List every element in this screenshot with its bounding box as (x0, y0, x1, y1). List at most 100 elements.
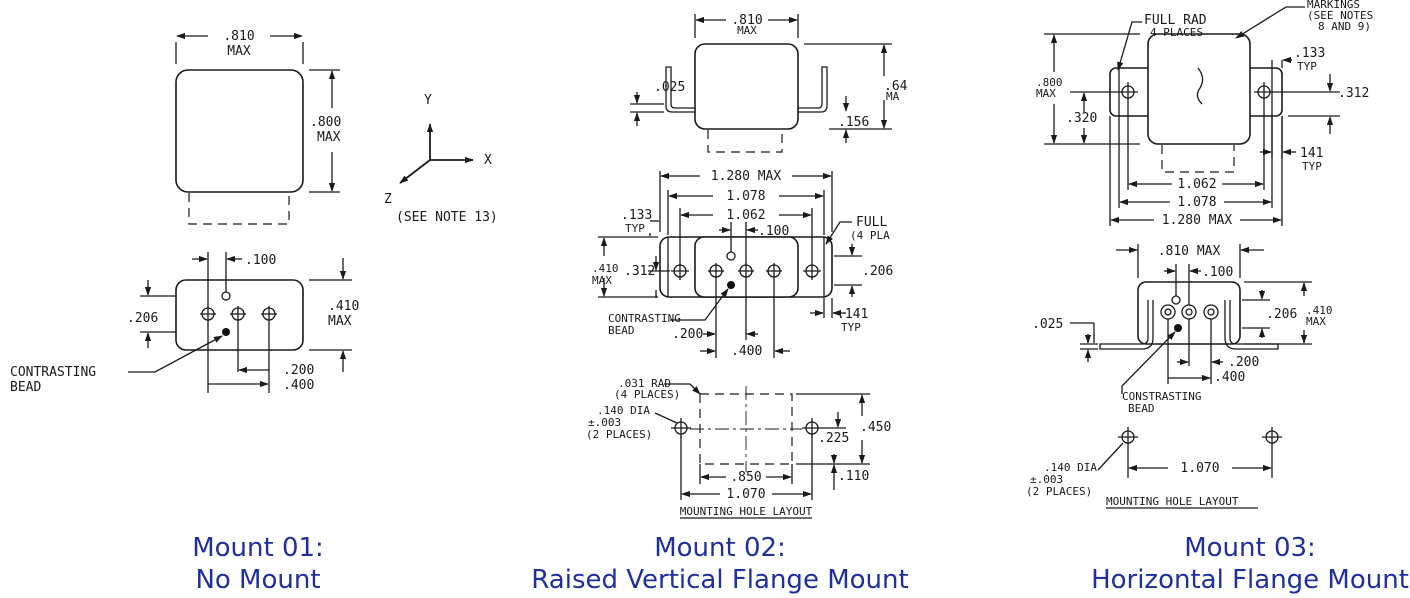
caption-mount-02-subtitle: Raised Vertical Flange Mount (531, 565, 909, 595)
mount01-depth-dim: .410 (328, 299, 359, 314)
mount01-drawing: .810 MAX .800 MAX .100 .206 (10, 29, 359, 395)
mount02-layout-half: .225 (818, 431, 849, 446)
caption-mount-03: Mount 03: Horizontal Flange Mount (1090, 532, 1410, 596)
mount03-notes-numbers: 8 AND 9) (1318, 20, 1371, 33)
mount02-hole-places: (2 PLACES) (586, 428, 652, 441)
mount02-flange-height: .156 (838, 115, 869, 130)
mount03-hidden-leads (1161, 145, 1235, 173)
caption-mount-03-title: Mount 03: (1184, 533, 1316, 563)
mount03-bead-label-2: BEAD (1128, 402, 1155, 415)
mount03-right-flange (1224, 300, 1279, 350)
mount02-width-max: MAX (737, 24, 757, 37)
mount02-tab-width: .133 (621, 208, 652, 223)
caption-mount-02-title: Mount 02: (654, 533, 786, 563)
axis-y-label: Y (424, 93, 432, 108)
mount01-hidden-leads (188, 193, 290, 225)
mount03-height-max: MAX (1036, 87, 1056, 100)
mount01-height-max: MAX (317, 130, 341, 145)
caption-mount-01-title: Mount 01: (192, 533, 324, 563)
mount03-overall-width: 1.280 MAX (1162, 213, 1233, 228)
mount03-full-rad: FULL RAD (1144, 13, 1207, 28)
mount01-body-top-view (175, 69, 304, 193)
mount02-tab-edge-typ: TYP (841, 321, 861, 334)
mount03-full-rad-places: 4 PLACES (1150, 26, 1203, 39)
mount03-depth-max: MAX (1306, 315, 1326, 328)
mount02-bead-label-2: BEAD (608, 324, 635, 337)
mount02-body-side-view (694, 43, 799, 130)
mount01-bead-label-2: BEAD (10, 380, 41, 395)
mount03-height-dim: .800 (1036, 76, 1063, 89)
mount03-left-flange (1099, 300, 1154, 350)
mount02-full-rad: FULL (856, 215, 887, 230)
mount03-hole-spacing-outer: 1.078 (1177, 195, 1216, 210)
mount03-hole-dia: .140 DIA (1044, 461, 1097, 474)
mount01-height-dim: .800 (310, 115, 341, 130)
mount03-flange-thickness: .025 (1032, 317, 1063, 332)
axes-triad: Y X Z (SEE NOTE 13) (384, 93, 498, 225)
mount03-hole-places: (2 PLACES) (1026, 485, 1092, 498)
axis-note: (SEE NOTE 13) (396, 210, 498, 225)
mount02-drawing: .810 MAX .025 .64 MA .156 (586, 13, 908, 519)
mount01-pin-spacing: .100 (245, 253, 276, 268)
mount03-hole-offset-left: .320 (1066, 111, 1097, 126)
mount03-tab-edge-typ: TYP (1302, 160, 1322, 173)
caption-mount-03-subtitle: Horizontal Flange Mount (1091, 565, 1409, 595)
mount02-layout-edge: .110 (838, 469, 869, 484)
mount03-tab-width: .133 (1294, 46, 1325, 61)
mount03-pin-spacing: .100 (1202, 265, 1233, 280)
mount01-pin-pitch: .200 (283, 363, 314, 378)
mount01-pin-offset: .206 (127, 311, 158, 326)
mount02-layout-width: .850 (730, 470, 761, 485)
mount02-layout-title: MOUNTING HOLE LAYOUT (680, 505, 813, 518)
mount03-pin-span: .400 (1214, 370, 1245, 385)
mount02-full-rad-places: (4 PLA (850, 229, 890, 242)
mount03-drawing: FULL RAD 4 PLACES MARKINGS (SEE NOTES 8 … (1026, 0, 1373, 509)
mount02-layout-height: .450 (860, 420, 891, 435)
mount03-hole-tol: ±.003 (1030, 473, 1063, 486)
axis-z-label: Z (384, 192, 392, 207)
mount01-width-dim: .810 (223, 29, 254, 44)
mount02-left-flange (665, 66, 695, 113)
mount03-hole-offset-right: .312 (1338, 86, 1369, 101)
mount03-markings: MARKINGS (1307, 0, 1360, 11)
mount02-layout-span: 1.070 (726, 487, 765, 502)
caption-mount-01-subtitle: No Mount (195, 565, 321, 595)
mount01-body-bottom-view (175, 279, 304, 351)
mount02-hole-offset: .312 (624, 264, 655, 279)
mount03-layout-span: 1.070 (1180, 461, 1219, 476)
mount02-height-dim: .64 (884, 79, 908, 94)
mount02-height-max: MA (886, 90, 900, 103)
mount02-right-flange (798, 66, 828, 113)
mount02-tab-edge: .141 (837, 307, 868, 322)
mount03-pin-pitch: .200 (1228, 355, 1259, 370)
caption-mount-01: Mount 01: No Mount (108, 532, 408, 596)
caption-mount-02: Mount 02: Raised Vertical Flange Mount (530, 532, 910, 596)
mount03-tab-edge: 141 (1300, 146, 1323, 161)
axis-x-label: X (484, 153, 492, 168)
mount03-bead-label: CONSTRASTING (1122, 390, 1201, 403)
mount03-layout-title: MOUNTING HOLE LAYOUT (1106, 495, 1239, 508)
mount03-see-notes: (SEE NOTES (1307, 9, 1373, 22)
mount03-width-dim: .810 MAX (1158, 244, 1221, 259)
mount02-depth-dim: .410 (592, 262, 619, 275)
mount02-corner-rad: .031 RAD (618, 377, 671, 390)
mount02-bead-label: CONTRASTING (608, 312, 681, 325)
mount02-hole-dia: .140 DIA (597, 404, 650, 417)
mount03-pin-offset: .206 (1266, 307, 1297, 322)
mount02-pin-pitch: .200 (672, 327, 703, 342)
mount02-pin-offset: .206 (862, 264, 893, 279)
mount02-contrasting-bead (727, 281, 735, 289)
mount02-corner-places: (4 PLACES) (614, 388, 680, 401)
mount01-contrasting-bead (222, 328, 230, 336)
mount02-pin-spacing: .100 (758, 224, 789, 239)
mount02-hidden-leads (707, 130, 783, 153)
mount03-contrasting-bead (1174, 324, 1182, 332)
mount02-hole-spacing-outer: 1.078 (726, 189, 765, 204)
mount02-depth-max: MAX (592, 274, 612, 287)
mount02-flange-thickness: .025 (654, 80, 685, 95)
mount03-hole-spacing-inner: 1.062 (1177, 177, 1216, 192)
mount02-hole-tol: ±.003 (588, 416, 621, 429)
mount01-bead-label: CONTRASTING (10, 365, 96, 380)
mount02-width-dim: .810 (731, 13, 762, 28)
